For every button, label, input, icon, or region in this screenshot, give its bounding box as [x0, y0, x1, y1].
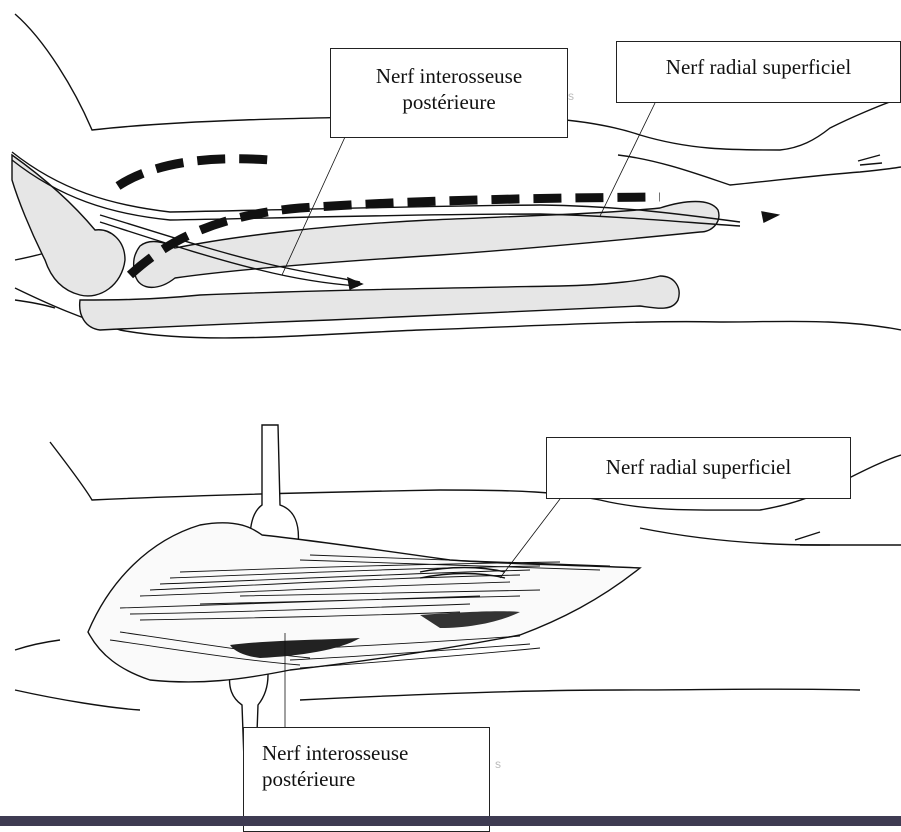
label-line-2: postérieure [262, 766, 489, 792]
bottom-skin-left-outline [15, 640, 60, 650]
bottom-wrist-crease [795, 532, 830, 545]
top-skin-right-outline [618, 155, 901, 185]
top-ulna-bone [80, 276, 679, 330]
bottom-faint-mark: s [495, 757, 501, 771]
label-box-bottom-superficial-radial: Nerf radial superficiel [546, 437, 851, 499]
top-faint-mark: s [568, 89, 574, 103]
label-box-top-posterior-interosseous: Nerf interosseuse postérieure [330, 48, 568, 138]
label-text: Nerf radial superficiel [547, 454, 850, 480]
label-line-1: Nerf interosseuse [331, 63, 567, 89]
top-wrist-crease [858, 155, 882, 165]
top-radial-arrowhead [762, 212, 778, 222]
label-line-1: Nerf interosseuse [262, 740, 489, 766]
bottom-skin-right-outline [640, 528, 901, 545]
top-nerve-arrowhead [348, 278, 362, 289]
bottom-wound-outline [88, 523, 640, 682]
label-box-top-superficial-radial: Nerf radial superficiel [616, 41, 901, 103]
top-incision-upper [118, 159, 270, 186]
bottom-skin-lower-outline [15, 689, 860, 710]
label-text: Nerf radial superficiel [617, 54, 900, 80]
bottom-divider-bar [0, 816, 901, 826]
label-line-2: postérieure [331, 89, 567, 115]
top-humerus [12, 155, 125, 296]
